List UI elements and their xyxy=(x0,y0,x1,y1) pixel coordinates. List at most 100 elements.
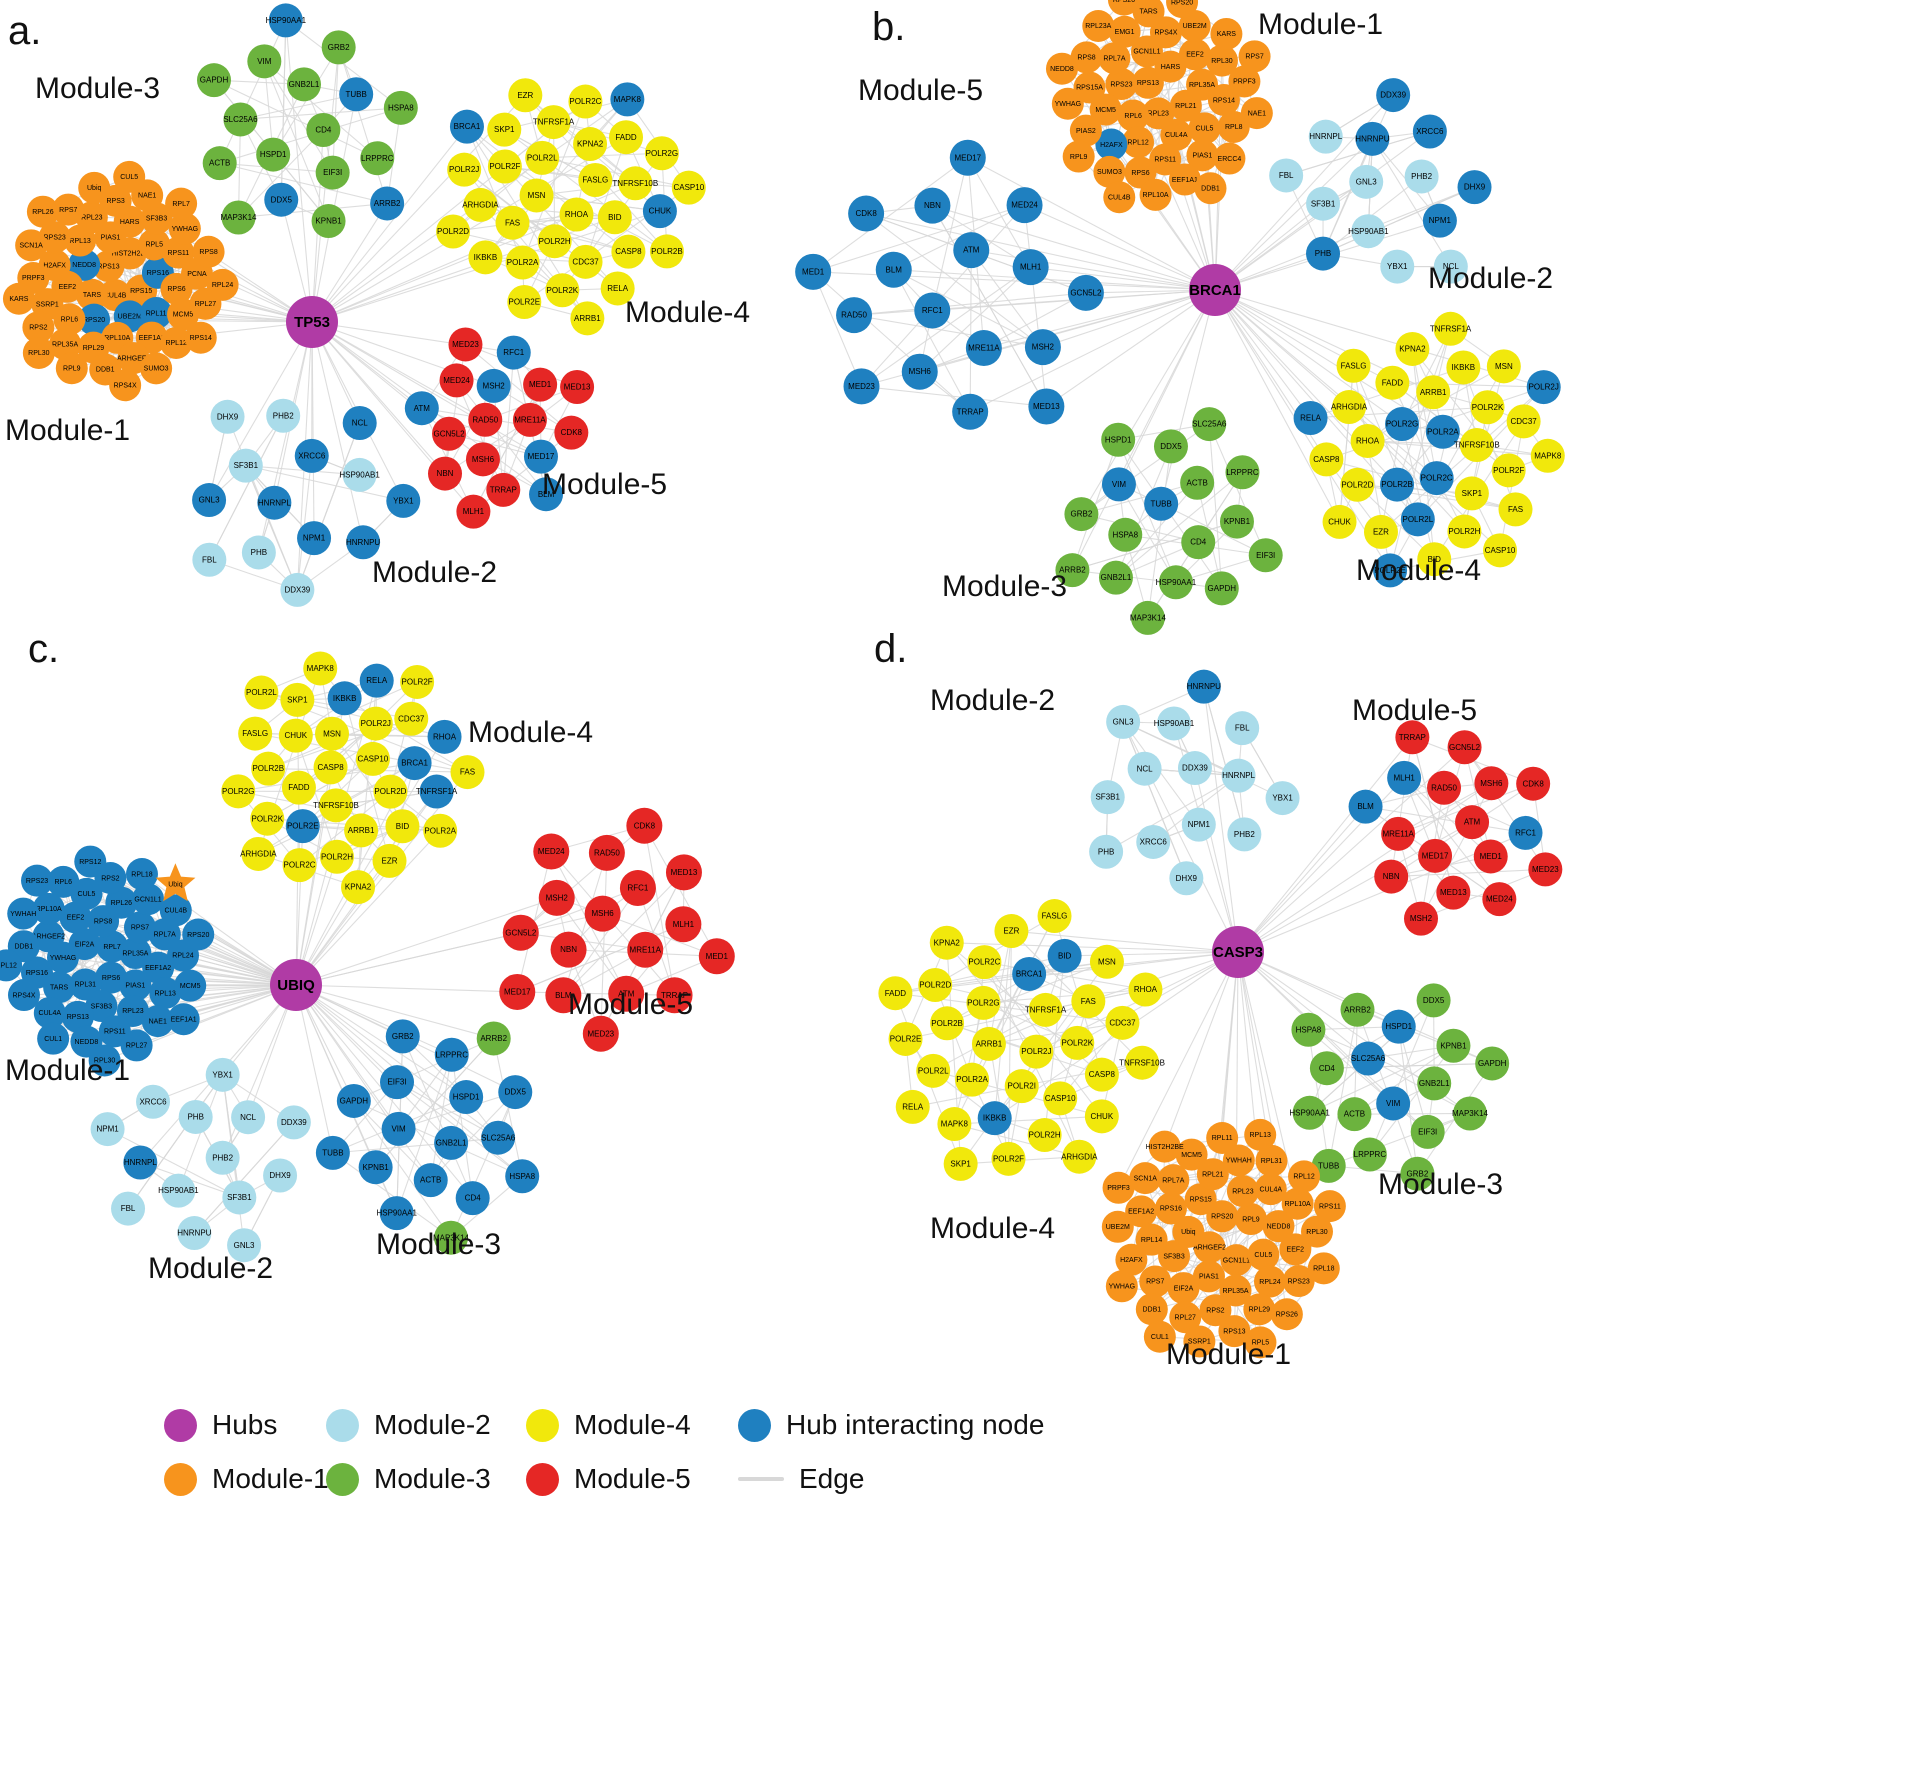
node-label-HNRNPL: HNRNPL xyxy=(1309,132,1342,141)
node-label-RPS6: RPS6 xyxy=(1131,170,1149,177)
module3-swatch-icon xyxy=(326,1462,359,1496)
node-EEF2 xyxy=(1279,1233,1312,1266)
node-label-GCN5L2: GCN5L2 xyxy=(433,429,465,438)
node-label-MCM5: MCM5 xyxy=(1181,1152,1202,1159)
node-POLR2J xyxy=(1526,370,1561,405)
node-label-MED23: MED23 xyxy=(1532,865,1559,874)
node-PHB2 xyxy=(1227,817,1262,852)
module-label-b-Module-5: Module-5 xyxy=(858,74,983,107)
node-label-POLR2J: POLR2J xyxy=(1021,1047,1051,1056)
node-EEF1A2 xyxy=(1125,1195,1158,1228)
node-label-RAD50: RAD50 xyxy=(1431,783,1457,792)
node-label-POLR2B: POLR2B xyxy=(931,1019,963,1028)
node-label-GNB2L1: GNB2L1 xyxy=(436,1138,467,1147)
node-POLR2L xyxy=(244,675,279,710)
node-label-DDB1: DDB1 xyxy=(1201,185,1220,192)
node-label-MSN: MSN xyxy=(528,191,546,200)
node-RPL27 xyxy=(1169,1301,1202,1334)
node-RHOA xyxy=(427,719,462,754)
node-BRCA1 xyxy=(1012,956,1047,991)
node-label-POLR2L: POLR2L xyxy=(918,1066,949,1075)
node-label-BLM: BLM xyxy=(555,991,572,1000)
node-YBX1 xyxy=(1380,249,1415,284)
node-MSN xyxy=(1089,944,1124,979)
node-IKBKB xyxy=(327,681,362,716)
hub-label-UBIQ: UBIQ xyxy=(277,977,315,994)
node-label-POLR2B: POLR2B xyxy=(252,764,284,773)
node-label-RPL31: RPL31 xyxy=(75,982,97,989)
node-HSPA8 xyxy=(1291,1012,1326,1047)
node-BRCA1 xyxy=(449,109,484,144)
hub-node-BRCA1 xyxy=(1189,264,1241,316)
node-label-EEF2: EEF2 xyxy=(1186,52,1204,59)
node-label-DHX9: DHX9 xyxy=(1464,183,1486,192)
node-label-RPL10A: RPL10A xyxy=(36,906,62,913)
node-HSPD1 xyxy=(1381,1009,1416,1044)
node-label-RPL31: RPL31 xyxy=(1261,1158,1283,1165)
node-label-BID: BID xyxy=(1428,555,1442,564)
node-label-YWHAH: YWHAH xyxy=(1226,1158,1252,1165)
node-label-DDX5: DDX5 xyxy=(1423,996,1445,1005)
node-label-HNRNPU: HNRNPU xyxy=(1187,682,1221,691)
node-label-EIF3I: EIF3I xyxy=(387,1078,406,1087)
node-label-KPNB1: KPNB1 xyxy=(315,217,342,226)
module-label-d-Module-4: Module-4 xyxy=(930,1212,1055,1245)
node-HSP90AA1 xyxy=(268,3,303,38)
node-label-CDK8: CDK8 xyxy=(634,821,656,830)
node-CUL4A xyxy=(1160,118,1193,151)
node-label-RPL7A: RPL7A xyxy=(154,932,177,939)
node-label-CASP8: CASP8 xyxy=(615,247,642,256)
node-label-MED24: MED24 xyxy=(1486,895,1513,904)
node-TNFRSF1A xyxy=(1028,992,1063,1027)
node-HARS xyxy=(1154,50,1187,83)
node-ARRB1 xyxy=(570,301,605,336)
node-NEDD8 xyxy=(1262,1210,1295,1243)
node-label-RAD50: RAD50 xyxy=(472,415,498,424)
node-label-NPM1: NPM1 xyxy=(96,1125,119,1134)
node-label-PHB2: PHB2 xyxy=(1234,830,1255,839)
node-label-GAPDH: GAPDH xyxy=(1208,584,1237,593)
module-label-c-Module-4: Module-4 xyxy=(468,716,593,749)
node-label-ATM: ATM xyxy=(1464,818,1481,827)
node-POLR2D xyxy=(918,967,953,1002)
node-label-NBN: NBN xyxy=(437,469,454,478)
node-label-DDB1: DDB1 xyxy=(14,943,33,950)
node-POLR2E xyxy=(1373,553,1408,588)
node-CHUK xyxy=(278,718,313,753)
node-label-POLR2H: POLR2H xyxy=(321,852,353,861)
node-label-TARS: TARS xyxy=(1139,9,1157,16)
node-label-RPL23: RPL23 xyxy=(122,1008,144,1015)
node-DHX9 xyxy=(263,1158,298,1193)
node-MLH1 xyxy=(1012,249,1049,286)
node-FAS xyxy=(450,755,485,790)
node-label-RPL23A: RPL23A xyxy=(1085,23,1111,30)
node-label-TUBB: TUBB xyxy=(322,1148,343,1157)
node-RPS13 xyxy=(61,1000,94,1033)
node-RELA xyxy=(600,271,635,306)
node-YWHAG xyxy=(1051,87,1084,120)
node-POLR2G xyxy=(966,985,1001,1020)
node-MED24 xyxy=(533,833,570,870)
node-label-MAP3K14: MAP3K14 xyxy=(433,1233,470,1242)
node-label-CD4: CD4 xyxy=(465,1194,482,1203)
node-RPL30 xyxy=(1205,44,1238,77)
node-label-MED13: MED13 xyxy=(564,383,591,392)
node-label-RPL10A: RPL10A xyxy=(1285,1201,1311,1208)
node-POLR2B xyxy=(930,1006,965,1041)
node-label-BRCA1: BRCA1 xyxy=(1016,970,1043,979)
node-label-RPL35A: RPL35A xyxy=(52,341,78,348)
node-H2AFX xyxy=(1095,128,1128,161)
node-RPL11 xyxy=(140,297,173,330)
node-FADD xyxy=(878,976,913,1011)
node-VIM xyxy=(381,1111,416,1146)
node-HSPD1 xyxy=(256,137,291,172)
hub-node-TP53 xyxy=(286,296,338,348)
node-label-ARRB2: ARRB2 xyxy=(1344,1005,1371,1014)
node-TUBB xyxy=(1311,1148,1346,1183)
node-SSRP1 xyxy=(1183,1325,1216,1358)
node-RELA xyxy=(1293,400,1328,435)
node-label-RPL30: RPL30 xyxy=(1211,58,1233,65)
node-label-DDB1: DDB1 xyxy=(96,367,115,374)
node-label-MED13: MED13 xyxy=(1440,888,1467,897)
node-label-SF3B1: SF3B1 xyxy=(227,1193,252,1202)
